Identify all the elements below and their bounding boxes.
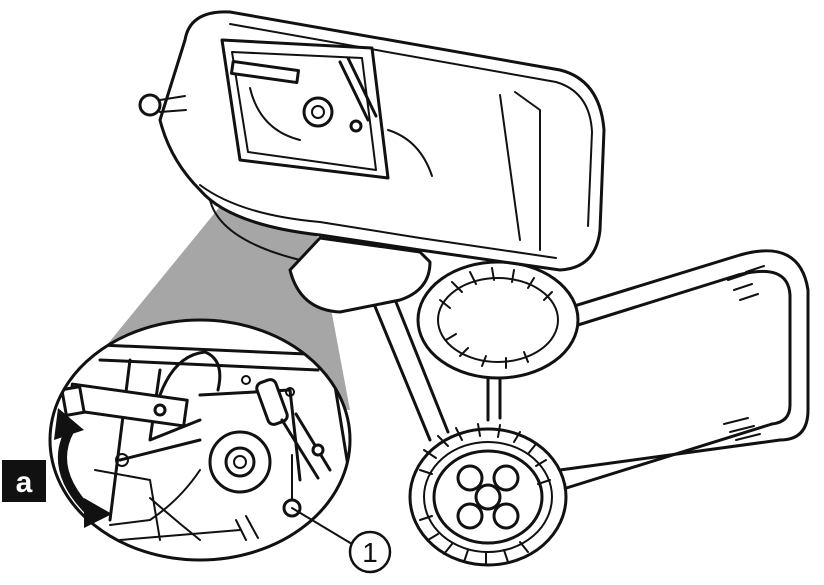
handle-grip-top: [727, 265, 765, 301]
callout-1: 1: [291, 507, 392, 574]
housing-knob: [138, 93, 162, 117]
rear-wheel: [416, 260, 580, 380]
curved-arrow-icon: [54, 408, 112, 528]
detail-zoom-circle: [48, 318, 352, 562]
step-label-text: a: [16, 466, 33, 499]
front-wheel: [408, 423, 568, 567]
callout-number: 1: [362, 537, 378, 568]
hatch-parts: [229, 56, 433, 177]
step-label: a: [2, 460, 46, 502]
callout-circle: [348, 530, 392, 574]
handle-grip-bottom: [723, 417, 761, 441]
